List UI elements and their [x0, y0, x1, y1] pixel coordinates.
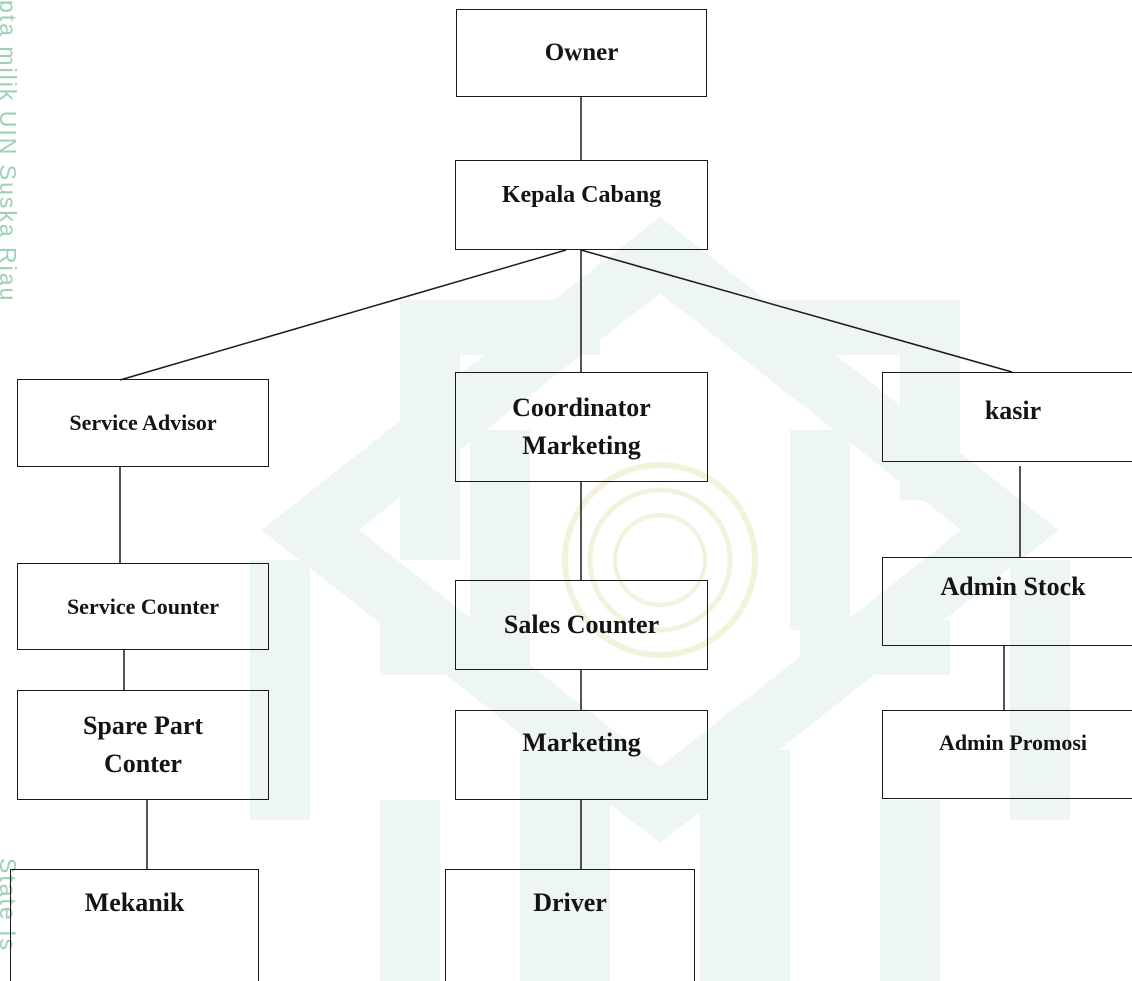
- driver-label: Driver: [533, 888, 607, 917]
- node-mekanik: Mekanik: [10, 869, 259, 981]
- node-spare-part-conter: Spare Part Conter: [17, 690, 269, 800]
- node-kasir: kasir: [882, 372, 1132, 462]
- watermark-side-text-top: pta milik UIN Suska Riau: [0, 0, 21, 303]
- service-advisor-label: Service Advisor: [69, 410, 217, 436]
- admin-stock-label: Admin Stock: [940, 571, 1086, 601]
- marketing-label: Marketing: [522, 728, 641, 758]
- kasir-label: kasir: [984, 396, 1042, 426]
- connector-kepala-service-advisor: [119, 249, 567, 381]
- node-service-advisor: Service Advisor: [17, 379, 269, 467]
- node-driver: Driver: [445, 869, 695, 981]
- spare-part-label-line1: Spare Part: [82, 711, 204, 741]
- node-sales-counter: Sales Counter: [455, 580, 708, 670]
- node-kepala-cabang: Kepala Cabang: [455, 160, 708, 250]
- sales-counter-label: Sales Counter: [503, 610, 660, 640]
- spare-part-label-line2: Conter: [104, 749, 182, 778]
- node-marketing: Marketing: [455, 710, 708, 800]
- node-coordinator-marketing: Coordinator Marketing: [455, 372, 708, 482]
- coordinator-marketing-label-line1: Coordinator: [512, 393, 651, 423]
- node-admin-stock: Admin Stock: [882, 557, 1132, 646]
- node-service-counter: Service Counter: [17, 563, 269, 650]
- admin-promosi-label: Admin Promosi: [938, 729, 1088, 755]
- kepala-cabang-label: Kepala Cabang: [501, 181, 662, 208]
- mekanik-label: Mekanik: [84, 888, 185, 917]
- owner-label: Owner: [544, 38, 619, 66]
- node-admin-promosi: Admin Promosi: [882, 710, 1132, 799]
- coordinator-marketing-label-line2: Marketing: [522, 431, 641, 460]
- service-counter-label: Service Counter: [66, 593, 220, 619]
- node-owner: Owner: [456, 9, 707, 97]
- connector-kepala-kasir: [580, 249, 1013, 373]
